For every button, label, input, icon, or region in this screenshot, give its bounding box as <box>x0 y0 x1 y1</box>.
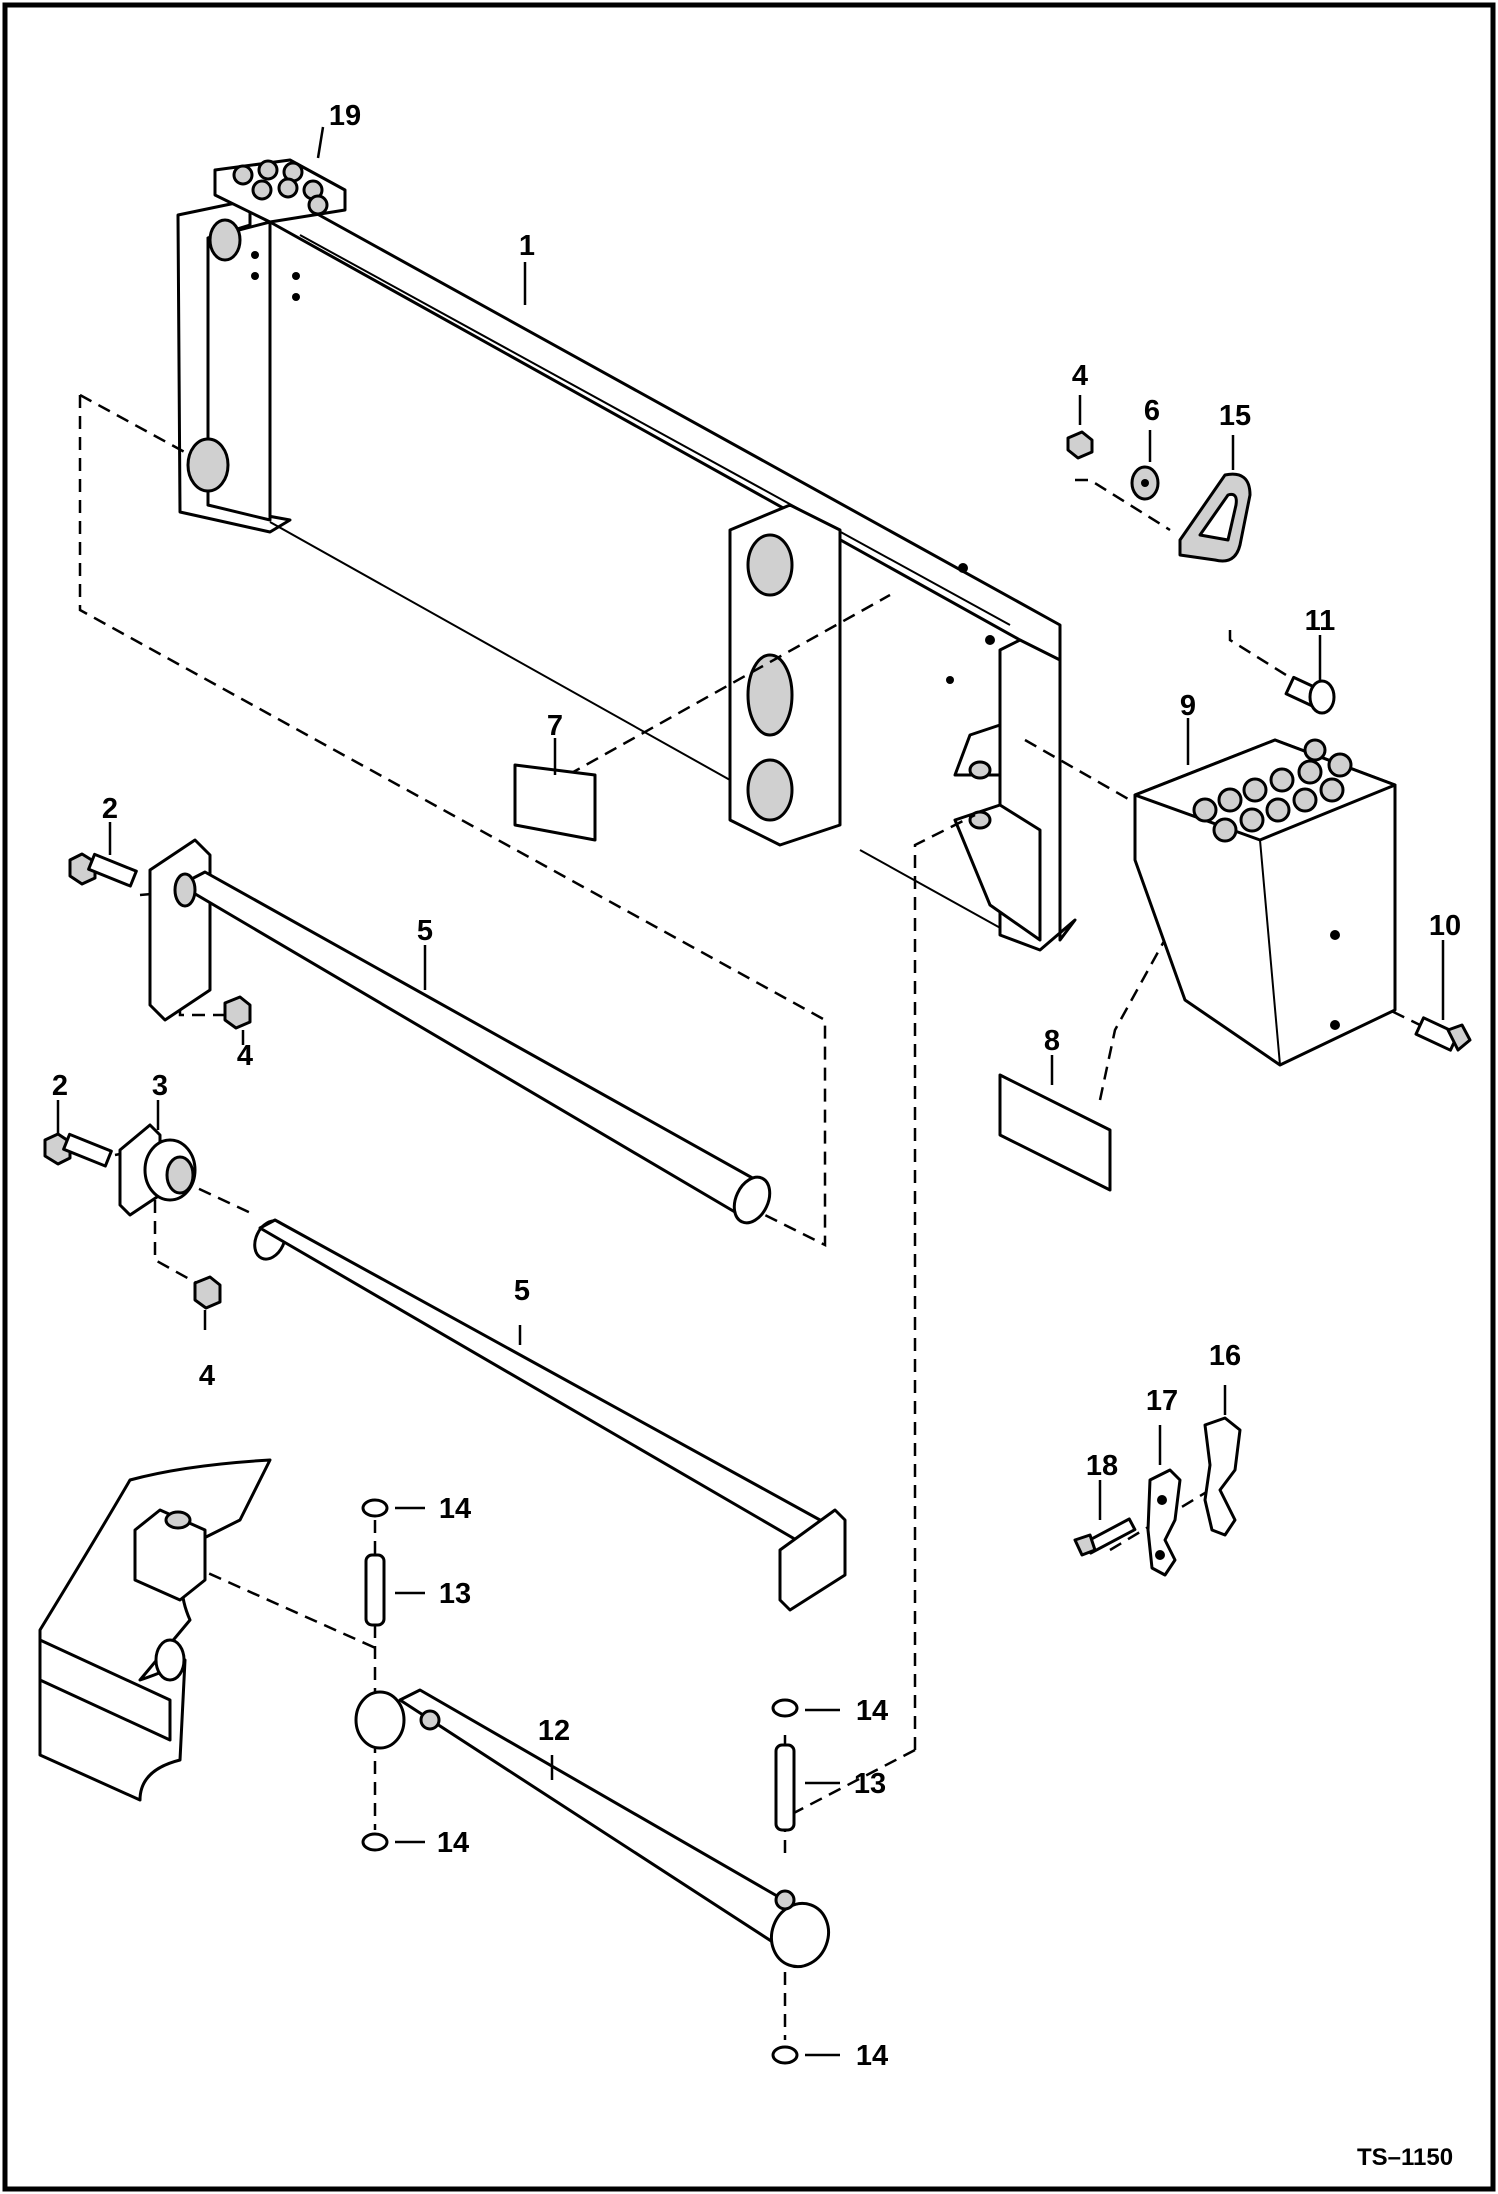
main-frame-part <box>176 193 1077 952</box>
decal-part-8 <box>998 1073 1112 1192</box>
callout-4-upper: 4 <box>1072 360 1088 392</box>
callout-16: 16 <box>1209 1340 1241 1372</box>
callout-2-lower: 2 <box>52 1070 68 1102</box>
callout-1: 1 <box>519 230 535 262</box>
cover-part-9 <box>1133 738 1397 1067</box>
bolt-part-11 <box>1284 675 1336 715</box>
snap-ring-part-14-a <box>361 1498 389 1518</box>
callout-5-upper: 5 <box>417 915 433 947</box>
callout-2-upper: 2 <box>102 793 118 825</box>
pin-part-13-a <box>364 1553 386 1627</box>
loader-arm-inset <box>38 1458 272 1802</box>
callout-14-upper-right: 14 <box>856 1695 888 1727</box>
pin-part-13-b <box>774 1743 796 1832</box>
callout-5-lower: 5 <box>514 1275 530 1307</box>
flange-bearing-part-3 <box>118 1123 197 1217</box>
snap-ring-part-14-b <box>361 1832 389 1852</box>
callout-13-left: 13 <box>439 1578 471 1610</box>
callout-10: 10 <box>1429 910 1461 942</box>
callout-labels: 19 1 4 6 15 11 7 9 2 5 10 4 8 2 3 5 4 <box>52 100 1461 2072</box>
callout-14-upper-left: 14 <box>439 1493 471 1525</box>
cylinder-part-12 <box>354 1688 830 1969</box>
bolt-part-10 <box>1414 1016 1472 1052</box>
callout-12: 12 <box>538 1715 570 1747</box>
coupler-block-part-19 <box>213 158 347 224</box>
snap-ring-part-14-d <box>771 2045 799 2065</box>
handle-part-15 <box>1178 472 1252 563</box>
callout-19: 19 <box>329 100 361 132</box>
clamp-part-16 <box>1203 1416 1242 1537</box>
callout-18: 18 <box>1086 1450 1118 1482</box>
clamp-part-17 <box>1146 1468 1182 1577</box>
bolt-part-2-upper <box>68 852 138 888</box>
callout-14-lower-right: 14 <box>856 2040 888 2072</box>
callout-9: 9 <box>1180 690 1196 722</box>
callout-8: 8 <box>1044 1025 1060 1057</box>
screw-part-18 <box>1073 1517 1137 1557</box>
decal-part-7 <box>513 763 597 842</box>
callout-17: 17 <box>1146 1385 1178 1417</box>
figure-id: TS–1150 <box>1357 2144 1453 2171</box>
callout-14-lower-left: 14 <box>437 1827 469 1859</box>
callout-4-lower: 4 <box>199 1360 215 1392</box>
callout-3: 3 <box>152 1070 168 1102</box>
callout-13-right: 13 <box>854 1768 886 1800</box>
callout-6: 6 <box>1144 395 1160 427</box>
nut-part-4-upper <box>1066 430 1094 460</box>
callout-7: 7 <box>547 710 563 742</box>
nut-part-4-left <box>223 995 252 1030</box>
callout-11: 11 <box>1305 605 1336 637</box>
bolt-part-2-lower <box>43 1132 113 1168</box>
nut-part-4-lower <box>193 1275 222 1310</box>
callout-15: 15 <box>1219 400 1251 432</box>
callout-4-left: 4 <box>237 1040 253 1072</box>
snap-ring-part-14-c <box>771 1698 799 1718</box>
tube-part-5-lower <box>253 1218 847 1612</box>
tube-part-5-upper <box>148 838 772 1225</box>
